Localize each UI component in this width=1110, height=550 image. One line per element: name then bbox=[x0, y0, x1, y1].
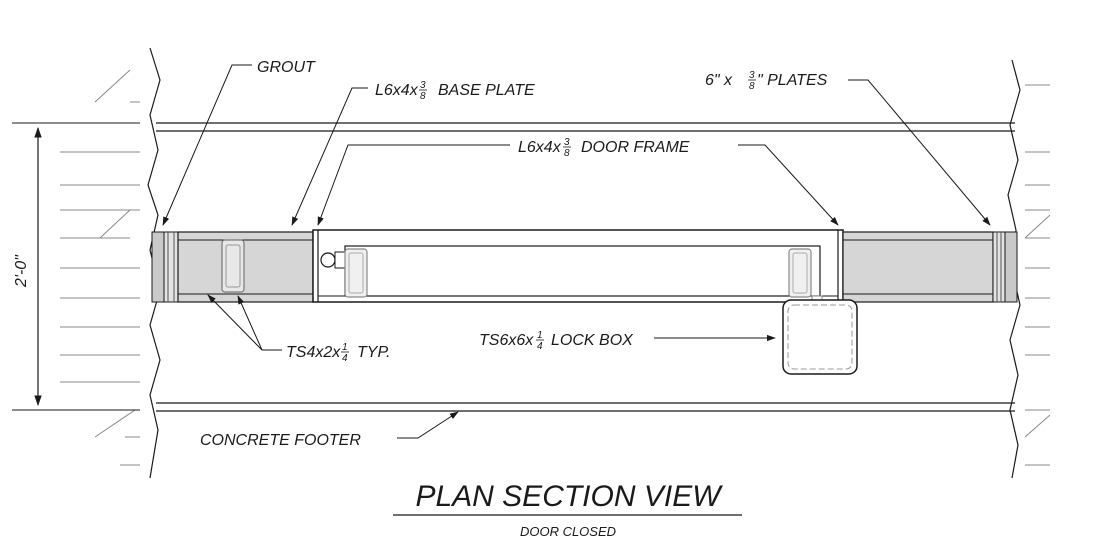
door-frame-label: L6x4x bbox=[518, 139, 562, 156]
lockbox-label: TS6x6x bbox=[479, 332, 534, 349]
earth-hatching bbox=[60, 69, 1051, 466]
base-channel-right bbox=[842, 231, 994, 303]
ts4-frac-den: 4 bbox=[342, 353, 348, 364]
concrete-footer-label: CONCRETE FOOTER bbox=[200, 432, 361, 449]
door-frame-leader-left bbox=[317, 144, 510, 226]
lockbox-label-suffix: LOCK BOX bbox=[551, 332, 634, 349]
grout-label: GROUT bbox=[257, 59, 316, 76]
ts4-leader-2 bbox=[237, 295, 263, 351]
grout-right bbox=[1004, 231, 1018, 303]
ts4-tube-left bbox=[221, 239, 245, 293]
concrete-footer-leader bbox=[397, 411, 459, 439]
plate-right bbox=[992, 231, 1006, 303]
ts4-tube-door-left bbox=[344, 248, 368, 298]
base-plate-label-suffix: BASE PLATE bbox=[438, 82, 535, 99]
ts4-leader-1 bbox=[207, 294, 263, 351]
door-frame-frac-num: 3 bbox=[564, 137, 570, 148]
hinge-pin bbox=[320, 252, 336, 268]
door-frame-leader-right bbox=[738, 144, 839, 226]
drawing-subtitle: DOOR CLOSED bbox=[520, 524, 616, 539]
base-plate-frac-num: 3 bbox=[420, 80, 426, 91]
ts4-frac-num: 1 bbox=[342, 342, 348, 353]
grout-left bbox=[151, 231, 165, 303]
ts4-label: TS4x2x bbox=[286, 344, 341, 361]
drawing-title: PLAN SECTION VIEW bbox=[415, 480, 723, 513]
base-channel-left bbox=[177, 231, 314, 303]
plates-label-suffix: " PLATES bbox=[757, 72, 828, 89]
plates-label: 6" x bbox=[705, 72, 733, 89]
base-plate-frac-den: 8 bbox=[420, 91, 426, 102]
plates-leader bbox=[848, 79, 991, 226]
base-plate-label: L6x4x bbox=[375, 82, 419, 99]
door-leaf bbox=[344, 245, 821, 297]
plates-frac-den: 8 bbox=[749, 81, 755, 92]
lockbox-frac-den: 4 bbox=[537, 341, 543, 352]
plates-frac-num: 3 bbox=[749, 70, 755, 81]
dimension-label: 2'-0" bbox=[13, 254, 30, 288]
ts4-tube-door-right bbox=[788, 248, 812, 298]
door-frame-frac-den: 8 bbox=[564, 148, 570, 159]
lock-box bbox=[782, 299, 858, 375]
plate-left bbox=[163, 231, 179, 303]
ts4-label-suffix: TYP. bbox=[357, 344, 391, 361]
lockbox-frac-num: 1 bbox=[537, 330, 543, 341]
left-break-line bbox=[147, 47, 161, 479]
door-frame-label-suffix: DOOR FRAME bbox=[581, 139, 690, 156]
grout-leader bbox=[162, 64, 252, 226]
base-plate-leader bbox=[291, 87, 368, 226]
